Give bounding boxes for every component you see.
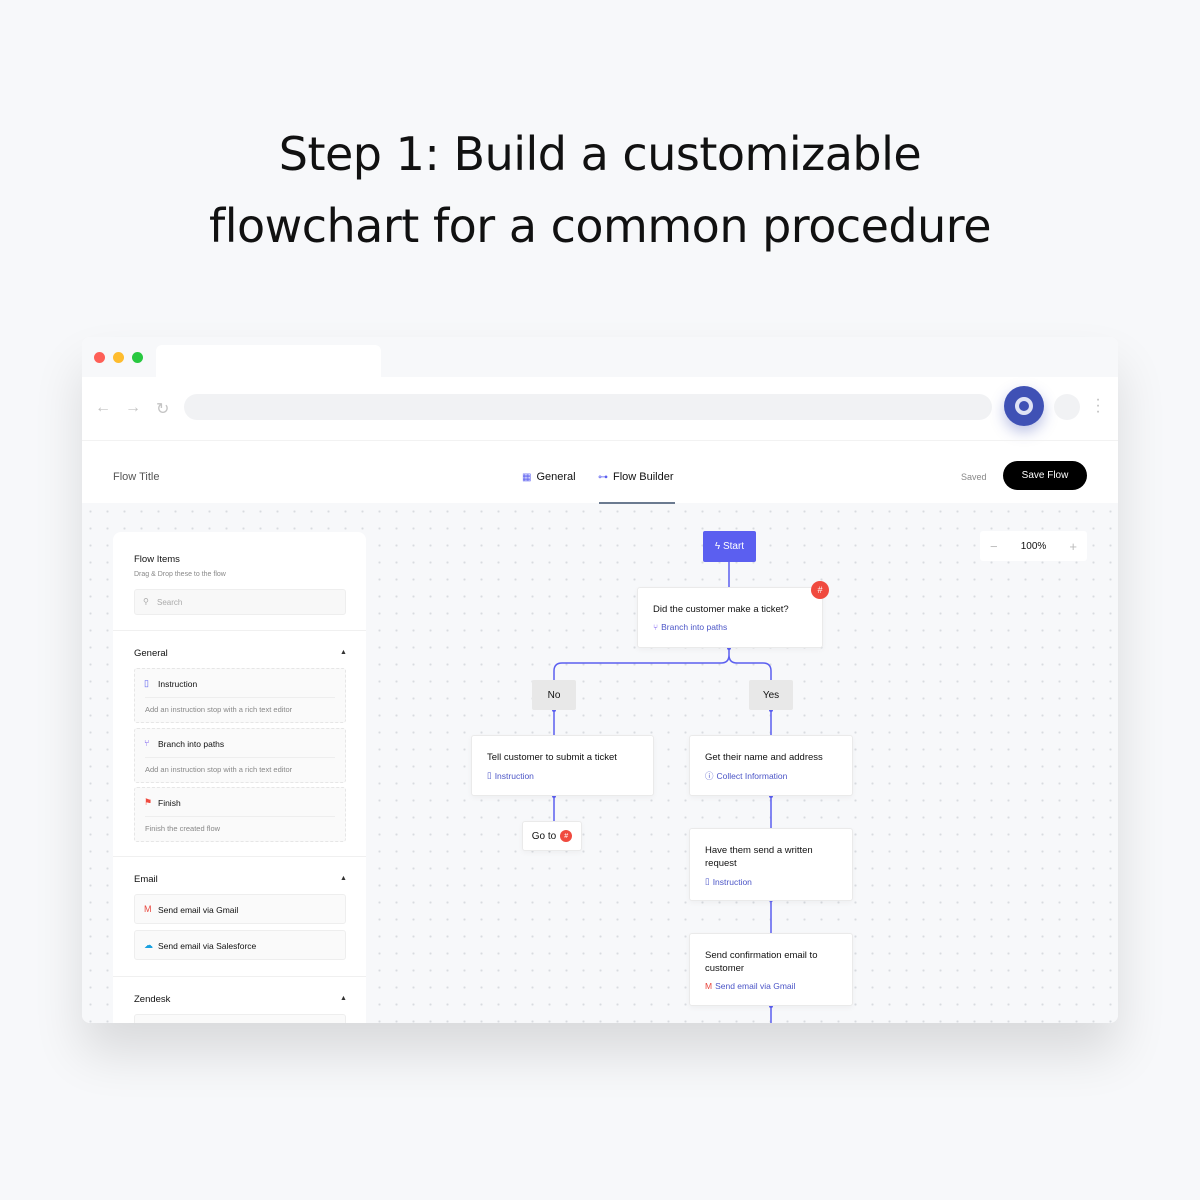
no-step-node[interactable]: Tell customer to submit a ticket ▯Instruc… [471,735,654,796]
item-desc: Add an instruction stop with a rich text… [145,765,293,774]
collapse-zendesk-icon[interactable]: ▲ [340,995,347,1002]
node-title: Tell customer to submit a ticket [487,752,617,763]
branch-label-yes[interactable]: Yes [749,680,793,710]
node-type: Instruction [494,770,534,781]
node-type: Branch into paths [661,622,728,632]
zoom-out-button[interactable]: − [990,538,998,554]
save-flow-button[interactable]: Save Flow [1003,461,1087,490]
search-input[interactable]: Search [134,589,346,615]
divider [113,630,366,631]
start-label: Start [722,541,745,552]
node-type: Instruction [712,876,752,887]
divider [113,856,366,857]
section-email-title: Email [134,874,158,885]
close-window-button[interactable] [94,352,105,363]
panel-subtitle: Drag & Drop these to the flow [134,571,226,578]
forward-icon[interactable]: → [125,399,141,416]
info-icon: ⓘ [705,771,714,781]
back-icon[interactable]: ← [95,399,111,416]
tab-general-label: General [536,471,576,483]
collapse-email-icon[interactable]: ▲ [340,875,347,882]
zoom-in-button[interactable]: + [1069,538,1077,554]
flag-icon: ⚑ [144,797,153,807]
item-gmail[interactable]: M Send email via Gmail [134,894,346,924]
document-icon: ▯ [487,770,492,780]
yes-step-2-node[interactable]: Have them send a written request ▯Instruc… [689,828,853,901]
address-bar[interactable] [184,394,992,420]
node-title: Have them send a written request [705,845,813,869]
app-header: Flow Title ▦General ⊶Flow Builder Saved … [82,440,1118,503]
goto-node[interactable]: Go to# [522,821,582,851]
flow-title[interactable]: Flow Title [113,471,160,483]
item-label: Send email via Salesforce [158,941,257,951]
item-label: Branch into paths [158,739,225,749]
search-icon: ⚲ [143,597,149,606]
headline-line-2: flowchart for a common procedure [209,199,992,253]
tab-general[interactable]: ▦ General [522,471,576,483]
panel-title: Flow Items [134,554,180,565]
item-zendesk[interactable] [134,1014,346,1023]
question-badge[interactable]: # [811,581,829,599]
item-label: Finish [158,798,181,808]
minimize-window-button[interactable] [113,352,124,363]
active-tab-indicator [599,502,675,504]
grid-icon: ▦ [522,471,532,483]
browser-window: ← → ↻ ··· Flow Title ▦ General ⊶ Flow Buil… [82,337,1118,1023]
item-label: Send email via Gmail [158,905,239,915]
connector-branch [553,648,772,683]
gmail-icon: M [705,981,713,991]
flow-icon: ⊶ [598,471,608,483]
branch-label-no[interactable]: No [532,680,576,710]
item-desc: Add an instruction stop with a rich text… [145,705,293,714]
question-node[interactable]: Did the customer make a ticket? ⑂Branch i… [637,587,823,648]
branch-icon: ⑂ [653,622,659,632]
tab-flow-builder-label: Flow Builder [613,471,674,483]
item-desc: Finish the created flow [145,824,221,833]
reload-icon[interactable]: ↻ [156,401,170,418]
headline: Step 1: Build a customizable flowchart fo… [0,118,1200,262]
headline-line-1: Step 1: Build a customizable [278,127,922,181]
profile-avatar[interactable] [1054,394,1080,420]
goto-label: Go to [531,830,557,842]
document-icon: ▯ [144,678,149,688]
node-type: Collect Information [716,771,788,781]
salesforce-icon: ☁ [144,940,153,950]
section-zendesk-title: Zendesk [134,994,171,1005]
node-title: Did the customer make a ticket? [653,604,789,615]
section-general-title: General [134,648,168,659]
collapse-general-icon[interactable]: ▲ [340,649,347,656]
zoom-control: − 100% + [980,531,1087,561]
flow-items-panel: Flow Items Drag & Drop these to the flow… [113,532,366,1023]
document-icon: ▯ [705,876,710,886]
browser-tab[interactable] [156,345,381,377]
maximize-window-button[interactable] [132,352,143,363]
tab-bar [82,337,1118,377]
node-title: Send confirmation email to customer [705,950,818,974]
start-node[interactable]: ϟ Start [703,531,756,562]
node-type: Send email via Gmail [715,981,796,991]
tab-flow-builder[interactable]: ⊶ Flow Builder [598,471,674,483]
goto-badge[interactable]: # [560,830,573,842]
divider [113,976,366,977]
more-menu-icon[interactable]: ··· [1095,391,1101,420]
save-status: Saved [961,472,987,482]
item-salesforce[interactable]: ☁ Send email via Salesforce [134,930,346,960]
gmail-icon: M [144,904,152,914]
extension-icon[interactable] [1004,386,1044,426]
item-label: Instruction [158,679,198,689]
node-title: Get their name and address [705,752,823,763]
lightning-icon: ϟ [714,541,723,552]
branch-icon: ⑂ [144,738,150,748]
zoom-level: 100% [1020,540,1047,552]
